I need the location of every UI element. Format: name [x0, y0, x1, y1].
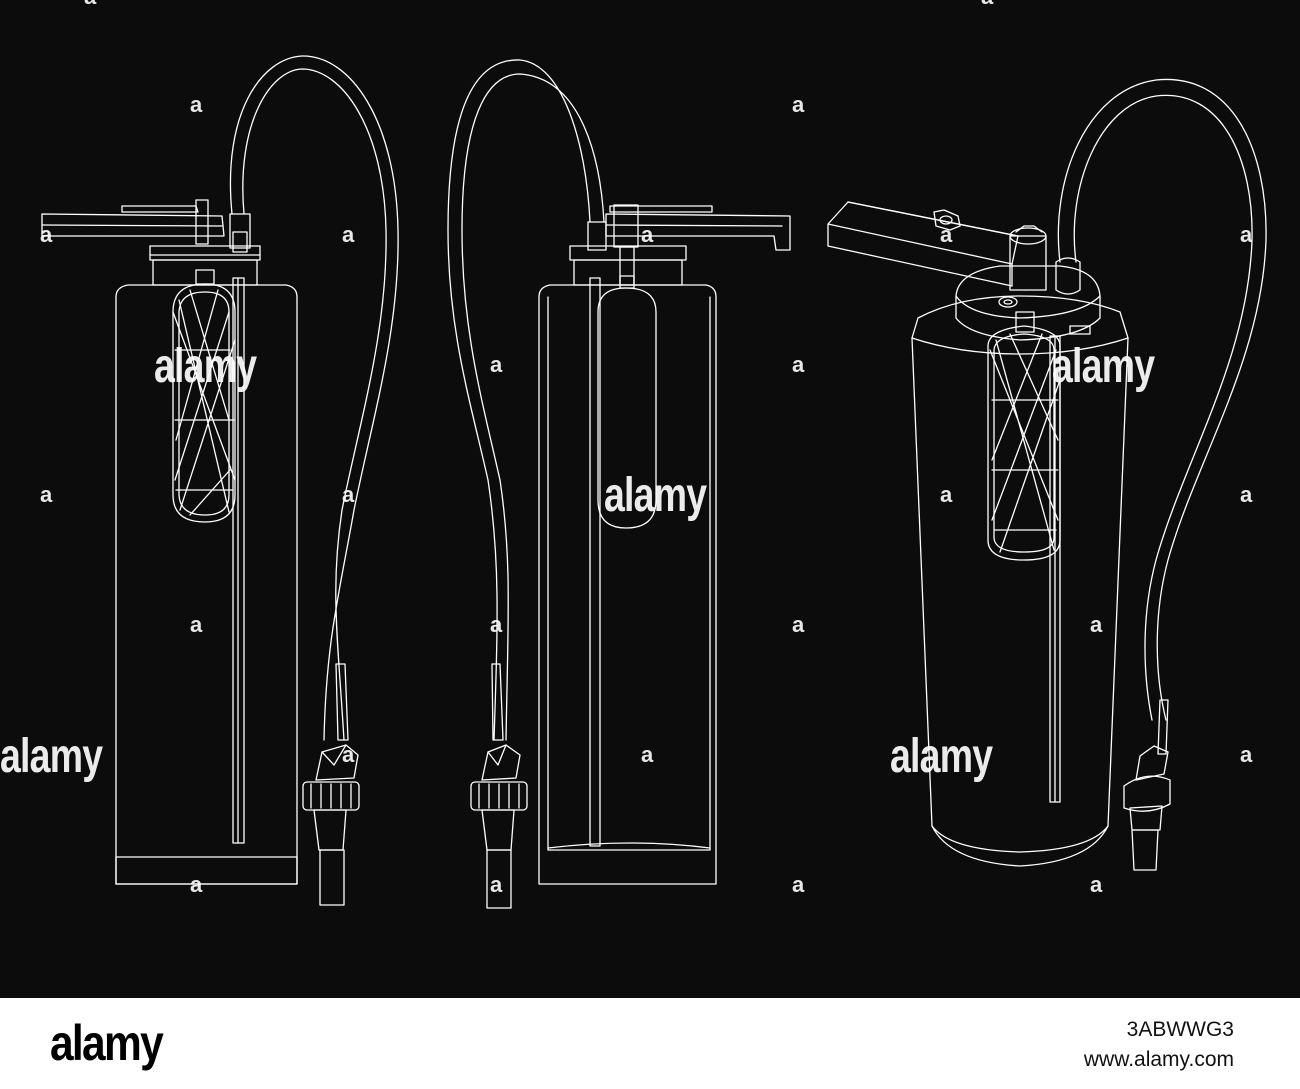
watermark-a: a: [490, 612, 502, 637]
watermark-a: a: [1090, 612, 1102, 637]
watermark-a: a: [1240, 222, 1252, 247]
watermark-a: a: [792, 352, 804, 377]
watermark-a: a: [40, 482, 52, 507]
watermark-a: a: [84, 0, 96, 8]
watermark-a: a: [792, 92, 804, 117]
watermark-a: a: [792, 872, 804, 897]
watermark-a: a: [490, 352, 502, 377]
watermark-a: a: [940, 482, 952, 507]
watermark-a: a: [190, 872, 202, 897]
watermark-a: a: [940, 222, 952, 247]
watermark-a: a: [641, 222, 653, 247]
watermark-a: a: [40, 222, 52, 247]
watermark-a: a: [342, 222, 354, 247]
watermark-a: a: [490, 872, 502, 897]
watermark-a: a: [792, 612, 804, 637]
extinguisher-left: [41, 55, 399, 906]
stock-footer: alamy 3ABWWG3 www.alamy.com: [0, 998, 1300, 1089]
extinguisher-middle: [447, 59, 791, 909]
watermark-a: a: [190, 92, 202, 117]
extinguisher-right: [827, 78, 1267, 871]
watermark-a: a: [342, 742, 354, 767]
watermark-a: a: [641, 742, 653, 767]
watermark-alamy: alamy: [1052, 340, 1155, 393]
footer-url[interactable]: www.alamy.com: [1083, 1048, 1234, 1071]
watermark-a: a: [1240, 482, 1252, 507]
fire-extinguisher-wireframes: [41, 55, 1267, 909]
watermark-alamy: alamy: [890, 730, 993, 783]
watermark-a: a: [1240, 742, 1252, 767]
drawing-canvas: a a a a a a a a a alamy a a alamy a a al…: [0, 0, 1300, 998]
watermark-a: a: [981, 0, 993, 8]
watermark-alamy: alamy: [0, 730, 103, 783]
watermark-a: a: [342, 482, 354, 507]
watermark-alamy: alamy: [604, 469, 707, 522]
watermark-alamy: alamy: [154, 340, 257, 393]
watermark-a: a: [190, 612, 202, 637]
footer-image-id: 3ABWWG3: [1126, 1018, 1234, 1041]
footer-logo[interactable]: alamy: [50, 1015, 164, 1071]
watermark-a: a: [1090, 872, 1102, 897]
